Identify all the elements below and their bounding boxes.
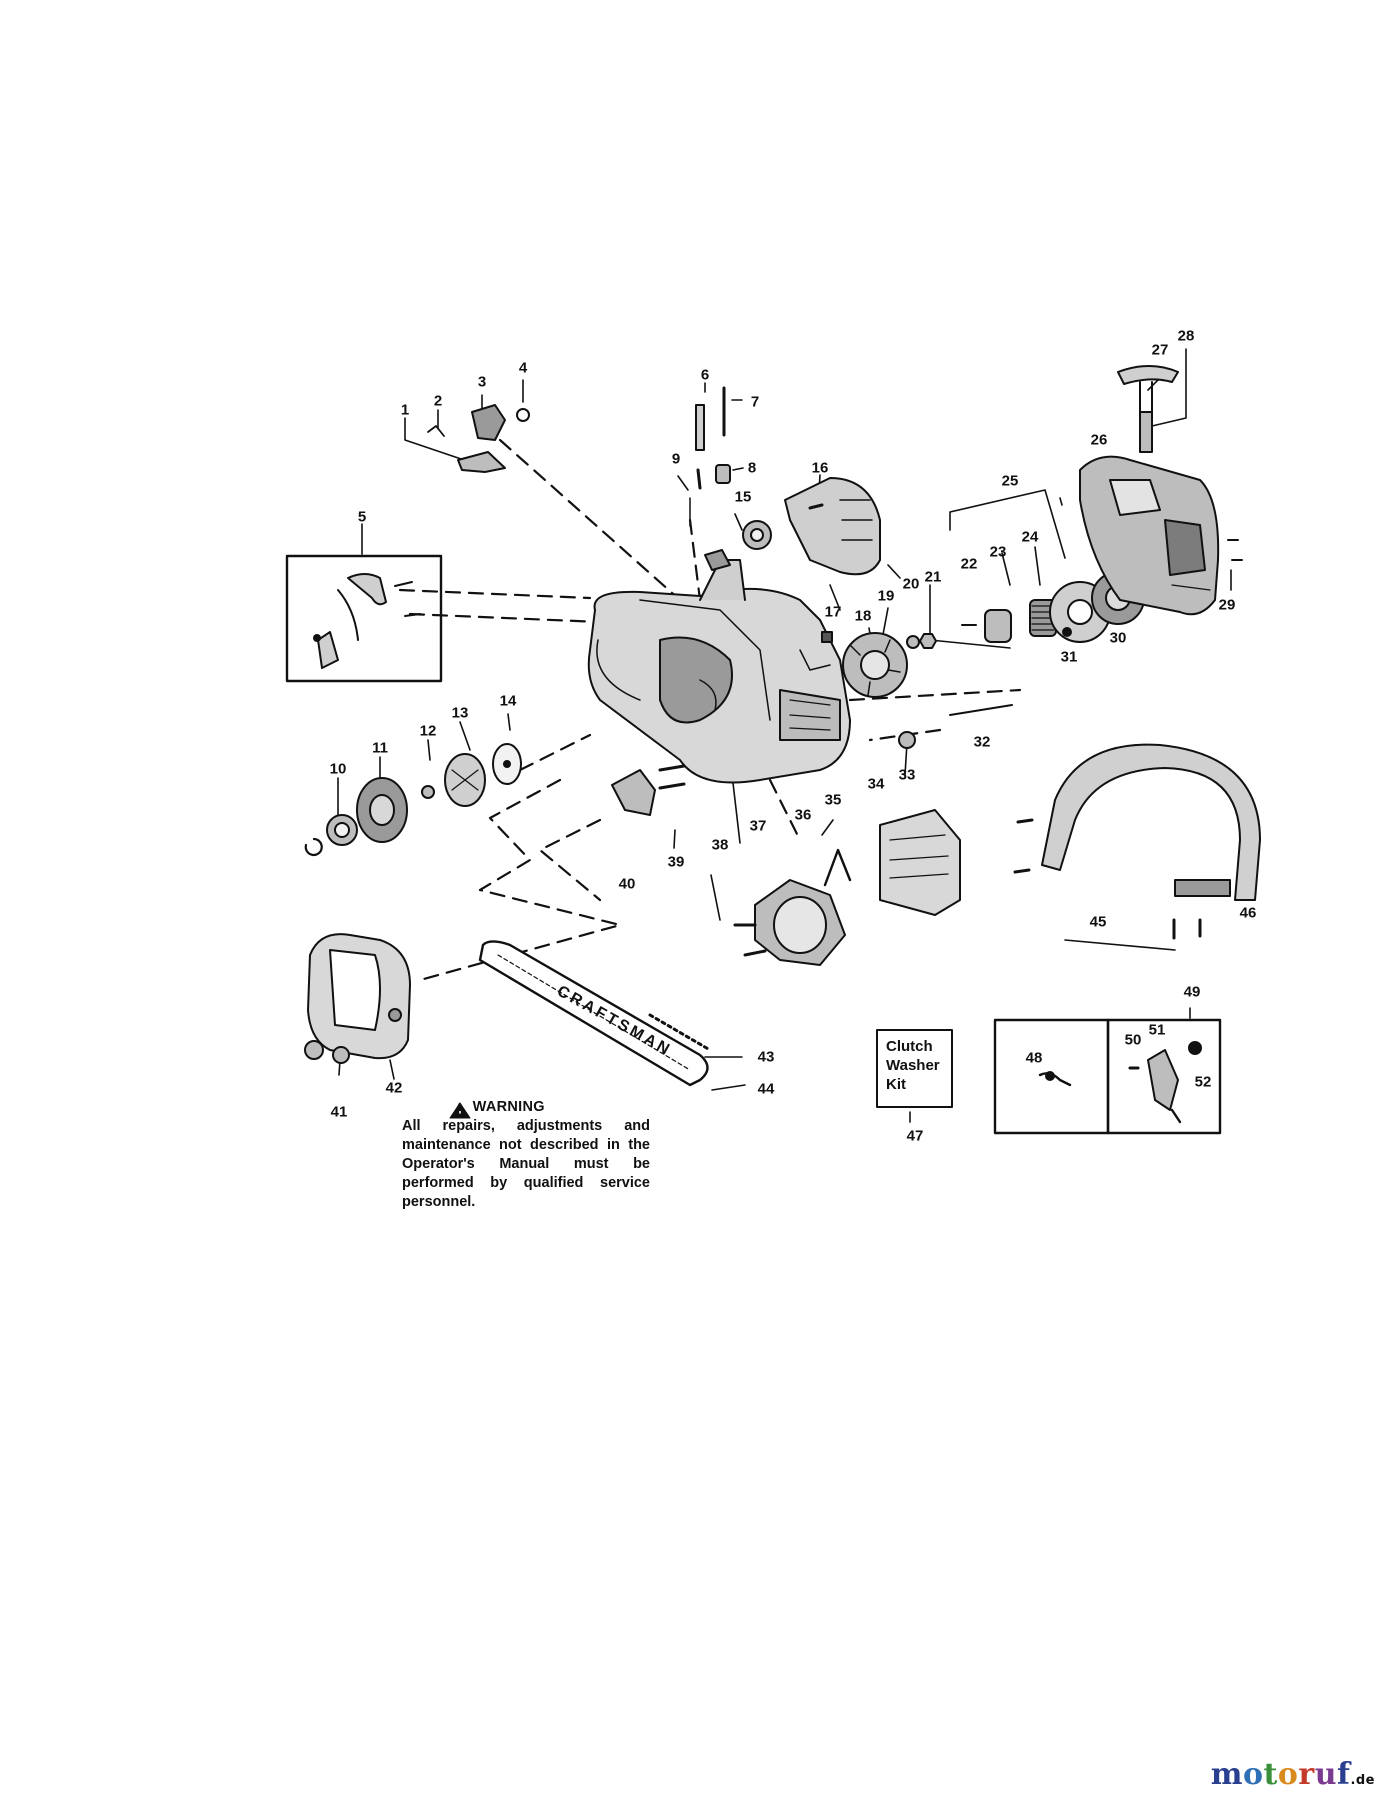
- motoruf-logo-letter: r: [1298, 1757, 1315, 1792]
- part-callout-48: 48: [1025, 1049, 1043, 1067]
- part-callout-3: 3: [477, 373, 487, 391]
- motoruf-logo-letter: m: [1210, 1757, 1244, 1792]
- clutch-washer-kit-box: [876, 1029, 953, 1108]
- part-callout-10: 10: [329, 760, 347, 778]
- sprocket-cover: [304, 933, 411, 1064]
- part-callout-43: 43: [757, 1048, 775, 1066]
- washer-20: [906, 635, 920, 649]
- part-callout-17: 17: [824, 603, 842, 621]
- flywheel: [842, 632, 908, 698]
- trigger-assembly-box: [285, 554, 443, 683]
- part-callout-28: 28: [1177, 327, 1195, 345]
- motoruf-logo-letter: o: [1277, 1757, 1299, 1792]
- part-callout-4: 4: [518, 359, 528, 377]
- part-callout-19: 19: [877, 587, 895, 605]
- chain-brake-parts: [611, 704, 1013, 966]
- guide-bar-brand: CRAFTSMAN: [554, 983, 674, 1060]
- part-callout-5: 5: [357, 508, 367, 526]
- part-callout-36: 36: [794, 806, 812, 824]
- motoruf-logo-tld: .de: [1350, 1773, 1375, 1788]
- part-callout-8: 8: [747, 459, 757, 477]
- part-callout-18: 18: [854, 607, 872, 625]
- part-callout-26: 26: [1090, 431, 1108, 449]
- part-callout-25: 25: [1001, 472, 1019, 490]
- warning-text: All repairs, adjustments and maintenance…: [402, 1118, 650, 1210]
- part-callout-13: 13: [451, 704, 469, 722]
- part-callout-40: 40: [618, 875, 636, 893]
- part-callout-41: 41: [330, 1103, 348, 1121]
- part-callout-52: 52: [1194, 1073, 1212, 1091]
- part-callout-11: 11: [372, 739, 388, 757]
- motoruf-logo: motoruf.de: [1211, 1757, 1375, 1792]
- part-callout-2: 2: [433, 392, 443, 410]
- part-callout-39: 39: [667, 853, 685, 871]
- part-callout-30: 30: [1109, 629, 1127, 647]
- part-callout-7: 7: [750, 393, 760, 411]
- starter-handle: [1117, 365, 1179, 453]
- part-callout-12: 12: [419, 722, 437, 740]
- starter-housing: [1079, 455, 1243, 616]
- part-callout-47: 47: [906, 1127, 924, 1145]
- front-handle: [1013, 743, 1261, 940]
- part-callout-46: 46: [1239, 904, 1257, 922]
- clutch-washer-kit-label: Clutch Washer Kit: [886, 1038, 940, 1093]
- warning-notice: ▲ WARNING All repairs, adjustments and ma…: [402, 1098, 650, 1212]
- part-callout-20: 20: [902, 575, 920, 593]
- kit-parts: [1038, 1041, 1202, 1124]
- part-callout-35: 35: [824, 791, 842, 809]
- part-callout-42: 42: [385, 1079, 403, 1097]
- warning-heading: ▲ WARNING: [402, 1098, 650, 1117]
- part-callout-33: 33: [898, 766, 916, 784]
- part-callout-32: 32: [973, 733, 991, 751]
- part-callout-51: 51: [1148, 1021, 1166, 1039]
- leader-lines: [337, 348, 1249, 1123]
- part-callout-22: 22: [960, 555, 978, 573]
- part-callout-16: 16: [811, 459, 829, 477]
- part-callout-14: 14: [499, 692, 517, 710]
- motoruf-logo-letter: o: [1243, 1757, 1264, 1792]
- part-callout-15: 15: [734, 488, 752, 506]
- part-callout-29: 29: [1218, 596, 1236, 614]
- saw-chain: [648, 1013, 712, 1052]
- motoruf-logo-text: motoruf: [1211, 1757, 1351, 1792]
- air-filter-cover: [784, 477, 881, 576]
- part-callout-6: 6: [700, 366, 710, 384]
- part-callout-9: 9: [671, 450, 681, 468]
- warning-triangle-icon: [449, 1102, 471, 1119]
- warning-title: WARNING: [472, 1099, 545, 1115]
- part-callout-50: 50: [1124, 1031, 1142, 1049]
- motoruf-logo-letter: t: [1263, 1757, 1278, 1792]
- part-callout-45: 45: [1089, 913, 1107, 931]
- part-callout-44: 44: [757, 1080, 775, 1098]
- guide-bar: [478, 940, 709, 1087]
- part-callout-37: 37: [749, 817, 767, 835]
- part-callout-31: 31: [1060, 648, 1078, 666]
- part-callout-23: 23: [989, 543, 1007, 561]
- oiler-kit-box-49: [1106, 1018, 1222, 1135]
- nut-21: [919, 633, 937, 649]
- part-callout-49: 49: [1183, 983, 1201, 1001]
- engine-housing: [587, 559, 851, 784]
- part-callout-21: 21: [924, 568, 942, 586]
- part-callout-38: 38: [711, 836, 729, 854]
- trigger-parts: [313, 573, 421, 669]
- part-callout-34: 34: [867, 775, 885, 793]
- part-callout-27: 27: [1151, 341, 1169, 359]
- warning-sign-icon: ▲: [452, 1099, 467, 1115]
- clutch-parts: [304, 743, 522, 857]
- part-callout-1: 1: [400, 401, 410, 419]
- motoruf-logo-letter: f: [1337, 1757, 1351, 1792]
- small-top-parts: [427, 386, 833, 643]
- part-callout-24: 24: [1021, 528, 1039, 546]
- motoruf-logo-letter: u: [1314, 1757, 1338, 1792]
